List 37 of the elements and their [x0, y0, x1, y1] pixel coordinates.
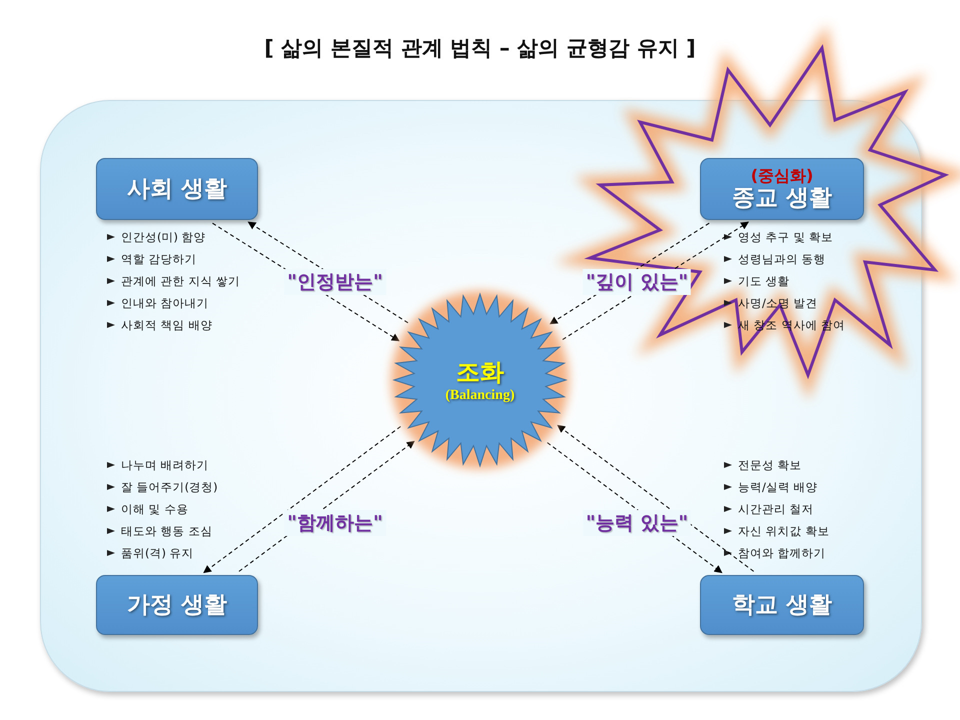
quote-label: "인정받는" [284, 269, 386, 295]
bullet-item: 영성 추구 및 확보 [722, 229, 833, 246]
bullet-item: 참여와 합께하기 [722, 545, 826, 562]
bullet-item: 인내와 참아내기 [105, 295, 209, 312]
bullet-item: 기도 생활 [722, 273, 790, 290]
quote-label: "함께하는" [284, 510, 386, 536]
category-box [96, 158, 258, 220]
bullet-item: 자신 위치값 확보 [722, 523, 830, 540]
bullet-item: 인간성(미) 함양 [105, 229, 206, 246]
category-box [700, 575, 864, 635]
bullet-item: 관계에 관한 지식 쌓기 [105, 273, 240, 290]
dashed-arrow [203, 426, 402, 574]
dashed-arrow [557, 424, 754, 572]
bullet-item: 이해 및 수용 [105, 501, 188, 518]
diagram-title: [ 삶의 본질적 관계 법칙 – 삶의 균형감 유지 ] [264, 35, 696, 62]
category-box [96, 575, 258, 635]
bullet-item: 잘 들어주기(경청) [105, 479, 218, 496]
node-title: 조화 [456, 357, 504, 388]
node-subtitle: (Balancing) [445, 388, 515, 404]
bullet-item: 능력/실력 배양 [722, 479, 818, 496]
bullet-item: 나누며 배려하기 [105, 457, 209, 474]
box-title: 가정 생활 [126, 592, 227, 618]
bullet-item: 사회적 책임 배양 [105, 317, 212, 334]
category-box [700, 158, 864, 220]
bullet-item: 시간관리 철저 [722, 501, 814, 518]
bullet-item: 품위(격) 유지 [105, 545, 194, 562]
box-title: 학교 생활 [732, 592, 832, 618]
box-subtitle: (중심화) [750, 166, 814, 185]
quote-label: "능력 있는" [582, 510, 692, 536]
bullet-item: 전문성 확보 [722, 457, 802, 474]
bullet-item: 사명/소명 발견 [722, 295, 818, 312]
bullet-item: 성령님과의 동행 [722, 251, 826, 268]
bullet-item: 역할 감당하기 [105, 251, 197, 268]
box-title: 사회 생활 [126, 176, 227, 202]
quote-label: "깊이 있는" [582, 269, 692, 295]
box-title: 종교 생활 [732, 184, 832, 212]
bullet-item: 태도와 행동 조심 [105, 523, 212, 540]
